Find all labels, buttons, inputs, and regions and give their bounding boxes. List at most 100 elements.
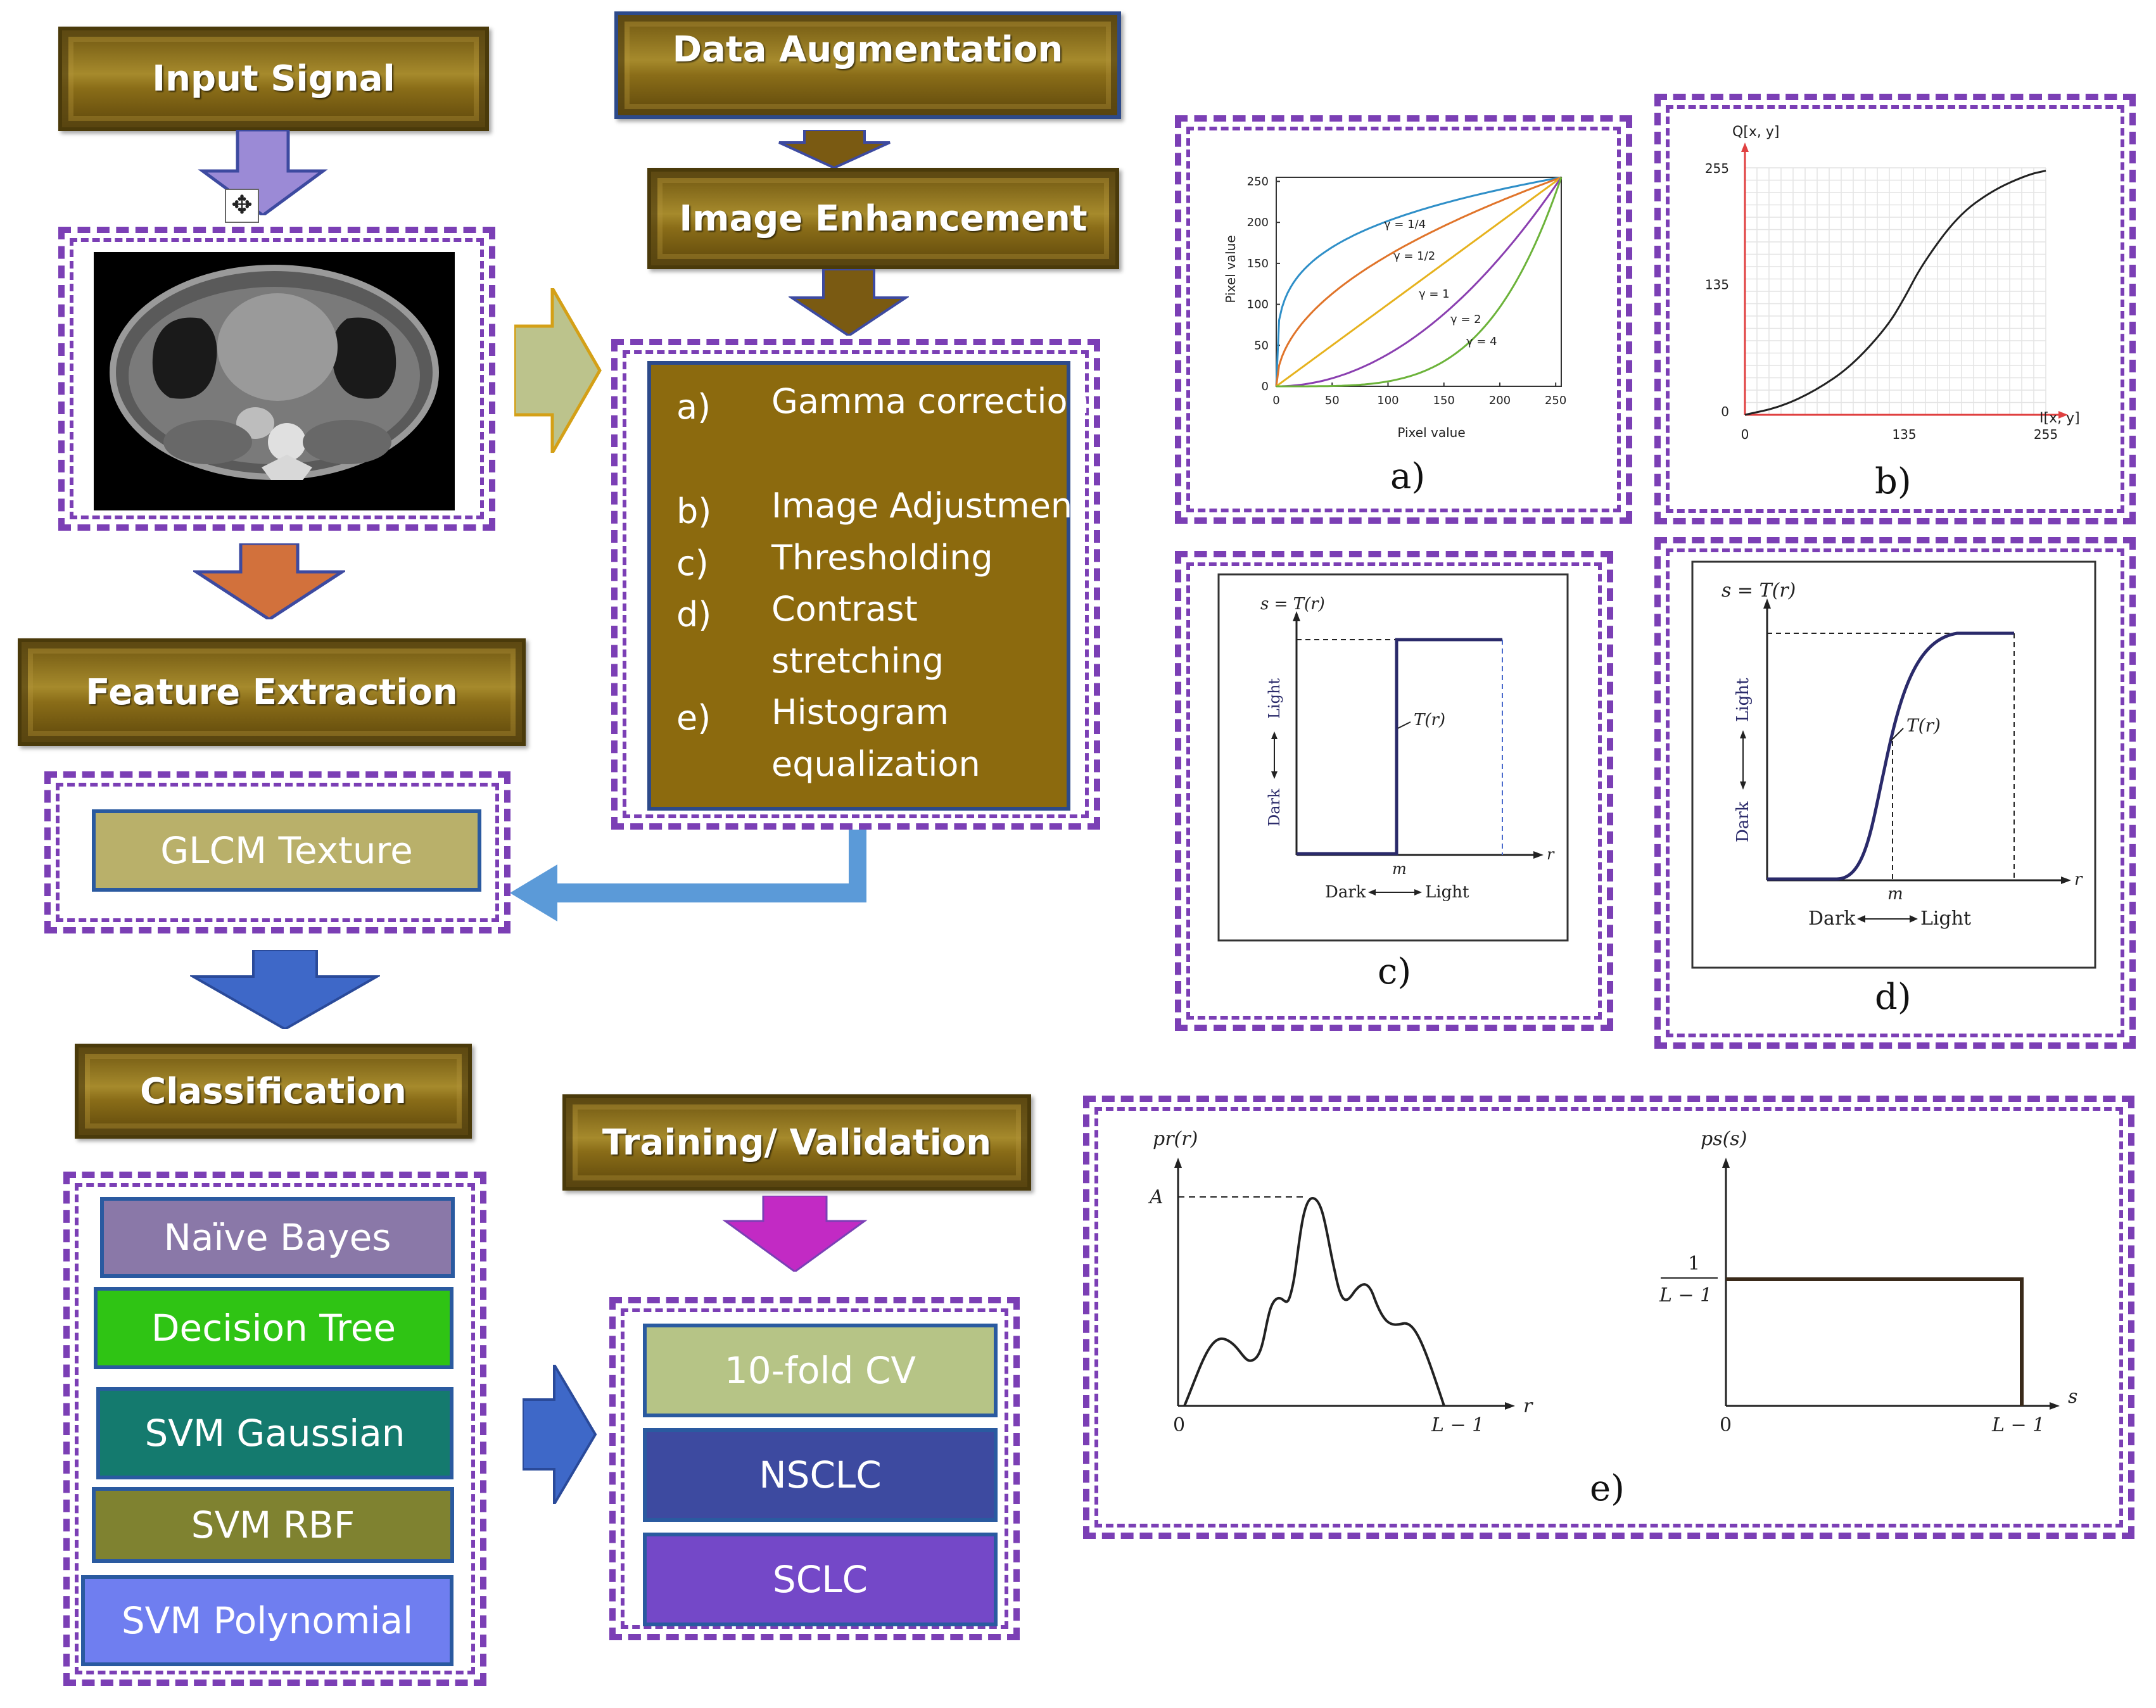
figure-a-caption: a): [1390, 456, 1426, 497]
m-label: m: [1392, 860, 1407, 878]
end-label: L − 1: [1431, 1414, 1484, 1436]
curve-label: γ = 4: [1466, 335, 1497, 348]
x-tick-label: 135: [1892, 427, 1916, 442]
y-tick-label: 255: [1705, 161, 1729, 176]
s-label: s: [2068, 1386, 2077, 1408]
figure-e-caption: e): [1590, 1468, 1625, 1509]
gamma-curve: [1275, 176, 1562, 387]
curve-label: γ = 1/2: [1393, 250, 1435, 263]
validation-frame: [609, 1297, 1020, 1640]
validation-sclc: SCLC: [643, 1533, 998, 1626]
figure-e-frame: [1083, 1096, 2134, 1539]
x-light-label: Light: [1920, 908, 1971, 930]
fraction-numerator: 1: [1688, 1253, 1700, 1275]
classifier-svm-rbf: SVM RBF: [92, 1487, 454, 1563]
x-axis-label: I[x, y]: [2039, 410, 2080, 426]
sigmoid-curve: [1744, 170, 2046, 416]
figure-b-caption: b): [1875, 461, 1912, 502]
figure-d-caption: d): [1875, 977, 1912, 1018]
arrow-down-icon: [789, 269, 909, 336]
end-label: L − 1: [1991, 1414, 2045, 1436]
dark-label: Dark: [1265, 788, 1283, 826]
data-augmentation-header: Data Augmentation: [614, 11, 1121, 119]
figure-a-frame: [1175, 115, 1632, 524]
y-tick-label: 250: [1247, 175, 1269, 188]
gamma-curve: [1276, 177, 1563, 388]
method-letter: c): [676, 543, 709, 583]
validation-nsclc: NSCLC: [643, 1428, 998, 1522]
histogram-chart: pr(r) A 0 L − 1 r ps(s) 1 L − 1 0 L − 1 …: [1148, 1128, 2077, 1436]
figure-c-caption: c): [1378, 951, 1412, 992]
left-y-label: pr(r): [1153, 1128, 1198, 1150]
enhancement-frame: [611, 339, 1100, 830]
figure-c-frame: [1175, 551, 1613, 1031]
threshold-chart: s = T(r) T(r) Light Dark m r Dark Light: [1217, 573, 1569, 942]
input-signal-header: Input Signal: [58, 27, 489, 131]
image-enhancement-header: Image Enhancement: [647, 168, 1119, 269]
y-tick-label: 150: [1247, 257, 1269, 270]
r-label: r: [2074, 870, 2083, 889]
ct-scan-image: [94, 252, 455, 510]
light-label: Light: [1734, 678, 1753, 722]
move-handle-icon[interactable]: ✥: [225, 189, 259, 223]
x-light-label: Light: [1425, 883, 1469, 902]
method-letter: e): [676, 698, 711, 738]
method-letter: a): [676, 387, 711, 427]
curve-label: γ = 1/4: [1384, 218, 1426, 231]
method-letter: d): [676, 595, 712, 635]
y-tick-label: 0: [1721, 404, 1729, 419]
figure-d-frame: [1654, 537, 2136, 1049]
x-dark-label: Dark: [1325, 883, 1366, 902]
method-thresholding: Thresholding: [771, 538, 993, 578]
arrow-left-icon: [510, 830, 866, 921]
classifier-svm-gaussian: SVM Gaussian: [96, 1387, 453, 1479]
y-tick-label: 100: [1247, 298, 1269, 312]
y-tick-label: 0: [1262, 380, 1269, 393]
right-y-label: ps(s): [1701, 1128, 1747, 1150]
curve-label: T(r): [1414, 711, 1445, 730]
y-tick-label: 135: [1705, 277, 1729, 293]
x-axis-label: Pixel value: [1397, 425, 1465, 440]
method-histogram-equalization: Histogram equalization: [771, 692, 980, 784]
gamma-curve: [1276, 177, 1563, 388]
gamma-curve: [1276, 176, 1562, 388]
a-label: A: [1148, 1186, 1164, 1208]
y-axis-label: s = T(r): [1260, 595, 1325, 614]
arrow-down-icon: [722, 1196, 868, 1272]
classifier-naive-bayes: Naïve Bayes: [100, 1197, 455, 1278]
dark-label: Dark: [1734, 801, 1753, 842]
zero-label: 0: [1720, 1414, 1732, 1436]
feature-extraction-header: Feature Extraction: [18, 638, 526, 746]
classifier-decision-tree: Decision Tree: [94, 1287, 453, 1369]
curve-label: γ = 2: [1450, 313, 1481, 326]
zero-label: 0: [1173, 1414, 1185, 1436]
x-tick-label: 100: [1377, 394, 1398, 407]
y-axis-label: Q[x, y]: [1732, 124, 1780, 140]
x-tick-label: 50: [1325, 394, 1340, 407]
method-gamma-correction: Gamma correction: [771, 381, 1089, 421]
x-tick-label: 250: [1545, 394, 1566, 407]
arrow-right-icon: [523, 1365, 597, 1504]
arrow-down-icon: [190, 950, 380, 1029]
glcm-texture-box: GLCM Texture: [92, 809, 481, 892]
x-tick-label: 0: [1741, 427, 1749, 442]
fraction-denominator: L − 1: [1659, 1284, 1712, 1306]
method-letter: b): [676, 491, 712, 531]
y-tick-label: 50: [1254, 339, 1269, 352]
x-tick-label: 200: [1489, 394, 1511, 407]
x-tick-label: 150: [1433, 394, 1455, 407]
y-axis-label: Pixel value: [1223, 235, 1238, 303]
classification-header: Classification: [75, 1044, 472, 1139]
contrast-chart: s = T(r) T(r) Light Dark m r Dark Light: [1691, 560, 2096, 969]
arrow-down-icon: [198, 130, 328, 215]
validation-10-fold-cv: 10-fold CV: [643, 1324, 998, 1417]
curve-label: T(r): [1906, 715, 1941, 736]
ct-image-frame: [58, 227, 495, 531]
arrow-down-icon: [193, 543, 345, 619]
curve-label: γ = 1: [1419, 288, 1450, 301]
x-axis-arrow: [2058, 411, 2068, 419]
method-image-adjustment: Image Adjustment: [771, 486, 1086, 526]
